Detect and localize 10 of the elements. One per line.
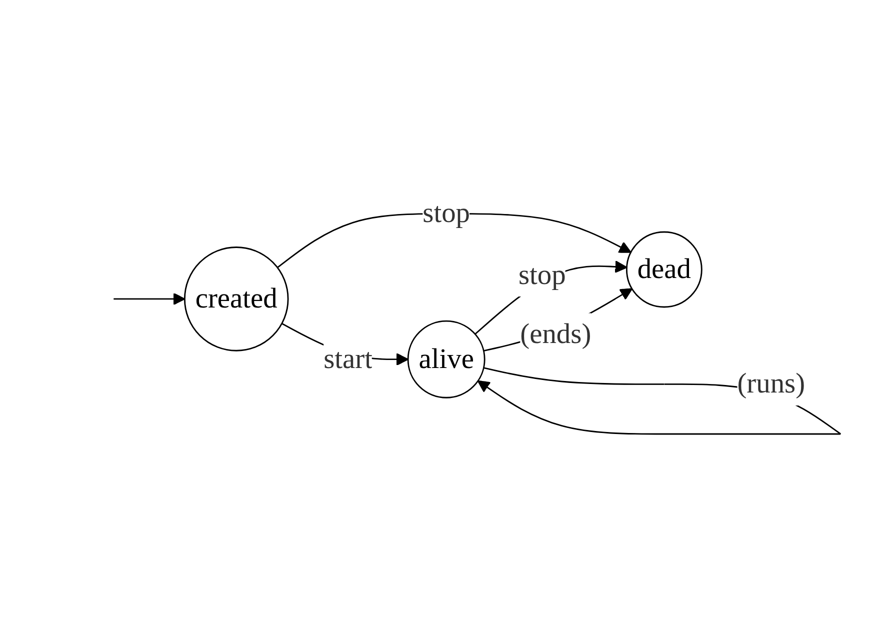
- edge-label: stop: [423, 198, 470, 230]
- edge-label: stop: [518, 259, 566, 291]
- arrow: [114, 292, 186, 305]
- node-circle: [626, 231, 703, 308]
- edge-label: start: [324, 343, 373, 375]
- edge-label: (runs): [738, 368, 806, 400]
- edge-label: (ends): [520, 318, 592, 350]
- node-circle: [184, 246, 290, 352]
- node-circle: [408, 320, 486, 398]
- state-diagram: start stop stop (ends) (runs) created alive dead: [17, 180, 853, 446]
